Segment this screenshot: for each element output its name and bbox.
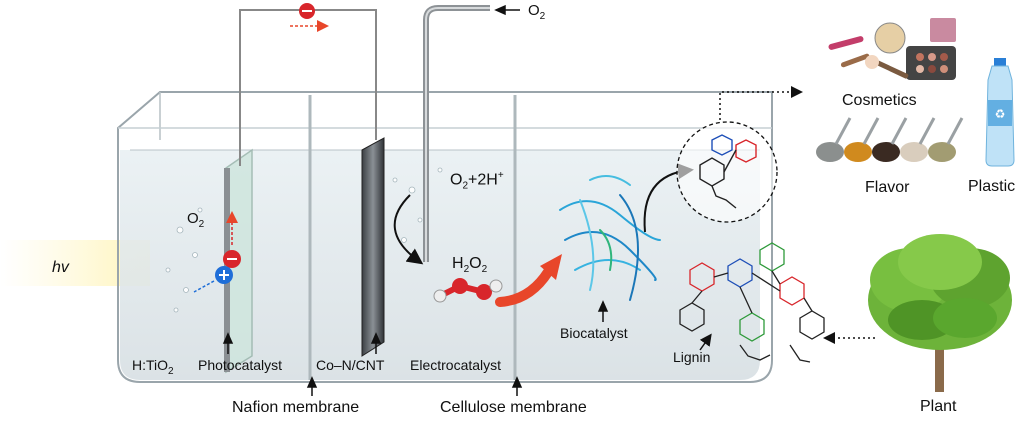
h2o2-label: H2O2 <box>452 255 488 276</box>
label-pointers <box>222 4 609 396</box>
biocatalyst-label: Biocatalyst <box>560 325 628 341</box>
enzyme-icon <box>559 175 661 301</box>
flavor-label: Flavor <box>865 179 910 196</box>
bottle-icon: ♻ <box>985 58 1015 167</box>
cosmetics-label: Cosmetics <box>842 92 917 109</box>
h2o2-to-enzyme-arrow <box>495 267 553 307</box>
lignin-arrow <box>699 333 712 351</box>
bubbles <box>165 167 443 313</box>
o2-left-label: O2 <box>187 210 205 230</box>
lignin-molecule-icon <box>679 242 825 363</box>
cosmetics-icon <box>828 18 956 80</box>
monomer-highlight <box>676 121 778 223</box>
co-n-cnt-electrode <box>361 137 385 357</box>
external-wire <box>239 9 377 166</box>
reactants-label: O2+2H+ <box>450 170 504 192</box>
lignin-label: Lignin <box>673 349 711 365</box>
cellulose-membrane-label: Cellulose membrane <box>440 399 587 416</box>
svg-text:♻: ♻ <box>995 107 1006 121</box>
reduction-arrow <box>393 194 424 265</box>
plant-label: Plant <box>920 398 957 415</box>
h2o2-molecule-icon <box>433 278 503 303</box>
nafion-membrane-label: Nafion membrane <box>232 399 360 416</box>
electrocatalyst-label: Electrocatalyst <box>410 357 502 373</box>
plastic-label: Plastic <box>968 178 1016 195</box>
monomer-molecule-icon <box>699 134 757 209</box>
spoons-icon <box>816 117 964 162</box>
tree-icon <box>868 234 1012 392</box>
products-arrow <box>719 86 803 120</box>
co-n-cnt-label: Co–N/CNT <box>316 357 385 373</box>
light-label: hv <box>52 259 69 276</box>
h-tio2-label: H:TiO2 <box>132 357 174 377</box>
photocatalyst-label: Photocatalyst <box>198 357 283 373</box>
tank-outline <box>117 91 773 383</box>
water <box>120 150 760 380</box>
o2-inlet-label: O2 <box>528 2 546 22</box>
